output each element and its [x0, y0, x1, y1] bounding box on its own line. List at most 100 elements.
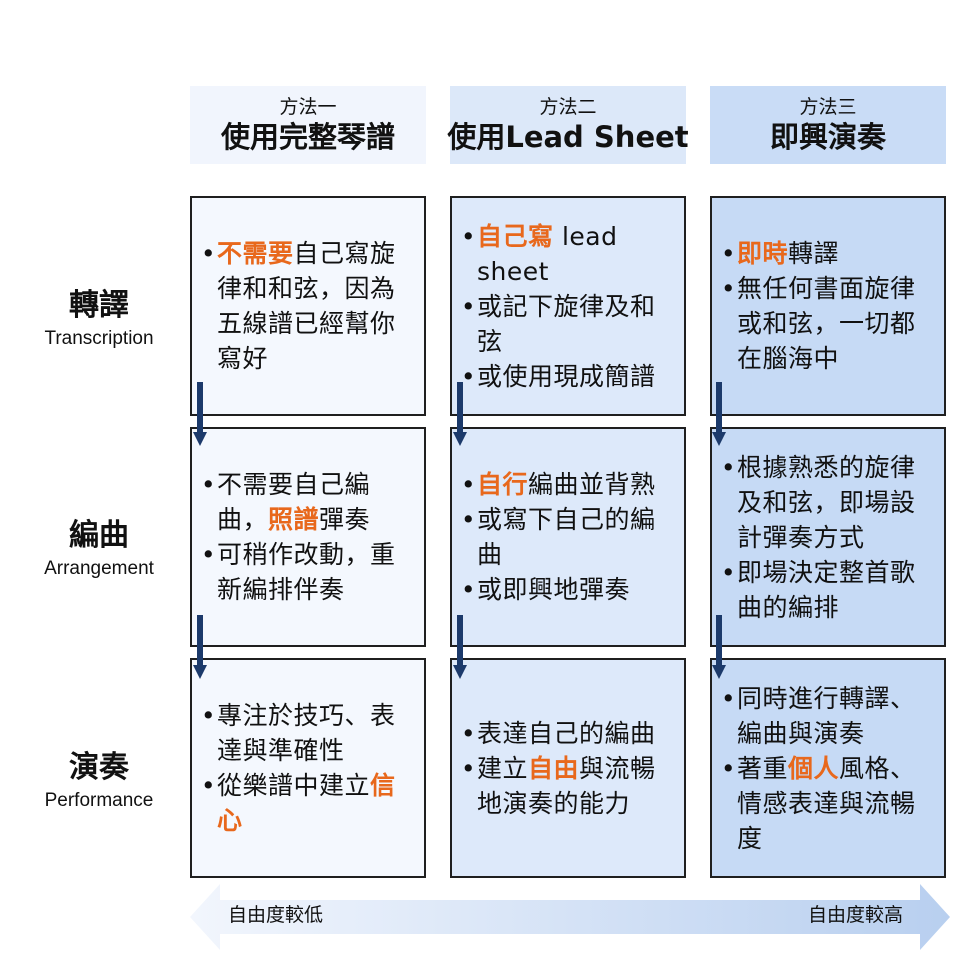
bullet-text: 或即興地彈奏: [477, 572, 672, 607]
freedom-scale-arrow-icon: [190, 884, 950, 950]
down-arrow-icon: [712, 382, 726, 446]
column-method-label: 方法一: [279, 96, 337, 118]
bullet-item: •或寫下自己的編曲: [460, 502, 672, 572]
column-method-name: 即興演奏: [769, 120, 886, 154]
bullet-dot: •: [720, 557, 737, 587]
bullet-text-part: 表達自己的編曲: [477, 718, 656, 748]
cell-method3-arrangement: •根據熟悉的旋律及和弦，即場設計彈奏方式•即場決定整首歌曲的編排: [710, 427, 946, 647]
highlight-text: 信心: [217, 771, 396, 835]
bullet-text: 或使用現成簡譜: [477, 359, 672, 394]
cell-method2-performance: •表達自己的編曲•建立自由與流暢地演奏的能力: [450, 658, 686, 878]
bullet-text-part: 從樂譜中建立: [217, 771, 371, 800]
bullet-item: •自己寫 lead sheet: [460, 219, 672, 289]
bullet-text: 專注於技巧、表達與準確性: [217, 698, 412, 768]
bullet-text: 自行編曲並背熟: [477, 467, 672, 502]
bullet-text-part: 根據熟悉的旋律及和弦，即場設計彈奏方式: [737, 452, 916, 552]
bullet-text: 根據熟悉的旋律及和弦，即場設計彈奏方式: [737, 450, 932, 555]
bullet-dot: •: [460, 470, 477, 499]
bullet-text: 不需要自己寫旋律和和弦，因為五線譜已經幫你寫好: [217, 236, 412, 376]
bullet-item: •無任何書面旋律或和弦，一切都在腦海中: [720, 271, 932, 376]
bullet-text-part: 無任何書面旋律或和弦，一切都在腦海中: [737, 274, 916, 373]
bullet-text-part: 專注於技巧、表達與準確性: [217, 701, 396, 765]
bullet-item: •或使用現成簡譜: [460, 359, 672, 394]
bullet-dot: •: [460, 291, 477, 321]
cell-method1-performance: •專注於技巧、表達與準確性•從樂譜中建立信心: [190, 658, 426, 878]
down-arrow-icon: [453, 382, 467, 446]
bullet-text: 或記下旋律及和弦: [477, 289, 672, 359]
bullet-text: 同時進行轉譯、編曲與演奏: [737, 681, 932, 751]
bullet-text: 著重個人風格、情感表達與流暢度: [737, 751, 932, 856]
down-arrow-icon: [193, 382, 207, 446]
bullet-text: 表達自己的編曲: [477, 716, 672, 751]
column-header-method-3: 方法三 即興演奏: [710, 86, 946, 164]
bullet-dot: •: [200, 540, 217, 569]
row-label-en: Transcription: [44, 328, 154, 349]
bullet-dot: •: [720, 239, 737, 268]
bullet-text-part: 與流暢地演奏的能力: [477, 753, 656, 818]
bullet-text-part: 可稍作改動，重新編排伴奏: [217, 540, 396, 604]
bullet-text-part: 風格、情感表達與流暢度: [737, 753, 916, 853]
row-label-zh: 編曲: [69, 518, 129, 553]
bullet-text: 自己寫 lead sheet: [477, 219, 672, 289]
bullet-text: 建立自由與流暢地演奏的能力: [477, 751, 672, 821]
column-method-name: 使用完整琴譜: [220, 120, 395, 154]
bullet-item: •即場決定整首歌曲的編排: [720, 555, 932, 625]
bullet-item: •或記下旋律及和弦: [460, 289, 672, 359]
bullet-item: •同時進行轉譯、編曲與演奏: [720, 681, 932, 751]
bullet-dot: •: [460, 575, 477, 604]
column-header-method-1: 方法一 使用完整琴譜: [190, 86, 426, 164]
bullet-item: •從樂譜中建立信心: [200, 768, 412, 838]
down-arrow-icon: [193, 615, 207, 679]
row-label-performance: 演奏 Performance: [20, 748, 178, 814]
bullet-dot: •: [460, 753, 477, 783]
bullet-dot: •: [460, 361, 477, 391]
bullet-text-part: 即場決定整首歌曲的編排: [737, 557, 916, 622]
highlight-text: 不需要: [217, 239, 294, 268]
bullet-text: 即時轉譯: [737, 236, 932, 271]
bullet-dot: •: [200, 239, 217, 268]
bullet-text-part: 同時進行轉譯、編曲與演奏: [737, 683, 916, 748]
bullet-dot: •: [720, 274, 737, 303]
bullet-text: 即場決定整首歌曲的編排: [737, 555, 932, 625]
bullet-item: •表達自己的編曲: [460, 716, 672, 751]
bullet-dot: •: [200, 771, 217, 800]
column-header-method-2: 方法二 使用Lead Sheet: [447, 86, 689, 164]
down-arrow-icon: [453, 615, 467, 679]
bullet-dot: •: [720, 753, 737, 783]
bullet-dot: •: [460, 505, 477, 534]
cell-method1-transcription: •不需要自己寫旋律和和弦，因為五線譜已經幫你寫好: [190, 196, 426, 416]
bullet-dot: •: [460, 718, 477, 748]
bullet-text-part: lead sheet: [477, 221, 618, 286]
row-label-arrangement: 編曲 Arrangement: [20, 516, 178, 582]
bullet-text-part: 轉譯: [788, 239, 840, 268]
bullet-text-part: 或記下旋律及和弦: [477, 291, 656, 356]
highlight-text: 即時: [737, 239, 789, 268]
highlight-text: 照譜: [268, 505, 320, 534]
bullet-text-part: 不需要自己編曲，: [217, 470, 371, 534]
column-method-label: 方法二: [539, 96, 597, 118]
bullet-item: •或即興地彈奏: [460, 572, 672, 607]
column-method-name: 使用Lead Sheet: [447, 120, 689, 154]
bullet-text: 或寫下自己的編曲: [477, 502, 672, 572]
bullet-item: •不需要自己寫旋律和和弦，因為五線譜已經幫你寫好: [200, 236, 412, 376]
bullet-text-part: 或即興地彈奏: [477, 575, 631, 604]
bullet-text-part: 自己寫旋律和和弦，因為五線譜已經幫你寫好: [217, 239, 396, 373]
row-label-zh: 轉譯: [69, 288, 129, 323]
bullet-dot: •: [720, 683, 737, 713]
bullet-dot: •: [200, 470, 217, 499]
bullet-item: •可稍作改動，重新編排伴奏: [200, 537, 412, 607]
bullet-item: •不需要自己編曲，照譜彈奏: [200, 467, 412, 537]
bullet-text: 可稍作改動，重新編排伴奏: [217, 537, 412, 607]
bullet-item: •自行編曲並背熟: [460, 467, 672, 502]
bullet-text: 從樂譜中建立信心: [217, 768, 412, 838]
cell-method1-arrangement: •不需要自己編曲，照譜彈奏•可稍作改動，重新編排伴奏: [190, 427, 426, 647]
row-label-en: Arrangement: [44, 558, 154, 579]
highlight-text: 自己寫: [477, 221, 554, 251]
down-arrow-icon: [712, 615, 726, 679]
bullet-text-part: 編曲並背熟: [528, 470, 656, 499]
bullet-text-part: 或寫下自己的編曲: [477, 505, 656, 569]
cell-method2-arrangement: •自行編曲並背熟•或寫下自己的編曲•或即興地彈奏: [450, 427, 686, 647]
row-label-transcription: 轉譯 Transcription: [20, 286, 178, 352]
bullet-item: •即時轉譯: [720, 236, 932, 271]
column-method-label: 方法三: [799, 96, 857, 118]
